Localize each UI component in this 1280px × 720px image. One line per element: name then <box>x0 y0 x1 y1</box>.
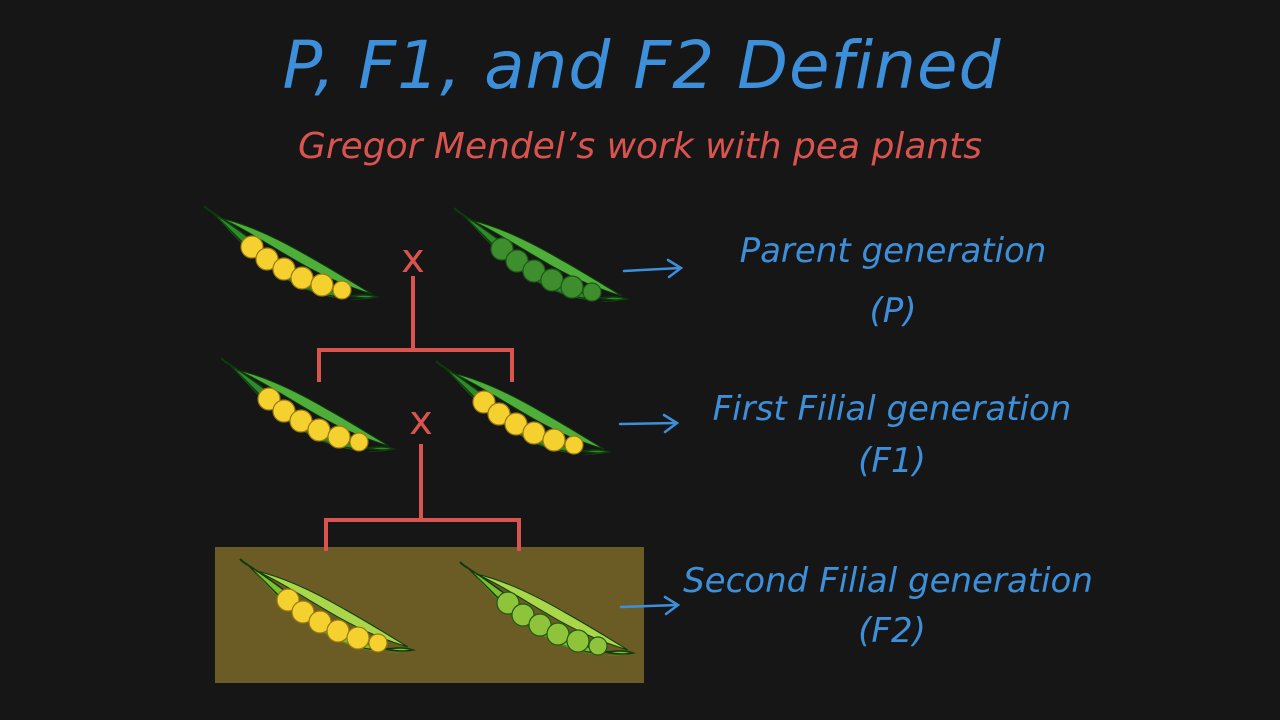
pea-icon <box>291 600 315 624</box>
pea-icon <box>546 622 570 646</box>
generation-abbr-f1: (F1) <box>858 441 926 481</box>
arrow-icon <box>622 258 684 279</box>
page-subtitle: Gregor Mendel’s work with pea plants <box>298 126 982 167</box>
pea-pod-icon <box>459 561 636 656</box>
pea-icon <box>505 249 529 273</box>
pea-icon <box>290 266 314 290</box>
generation-abbr-f2: (F2) <box>858 611 926 651</box>
generation-label-f2: Second Filial generation <box>683 561 1093 601</box>
page-title: P, F1, and F2 Defined <box>283 27 1002 104</box>
cross-connectors <box>317 276 521 551</box>
pea-pod-icon <box>203 205 380 300</box>
pea-pod-icon <box>453 207 630 302</box>
pea-icon <box>272 399 296 423</box>
cross-symbol-parent: x <box>401 236 425 282</box>
pea-icon <box>588 636 608 656</box>
pea-icon <box>582 282 602 302</box>
generation-label-parent: Parent generation <box>740 231 1047 271</box>
arrows <box>618 258 684 616</box>
generation-abbr-parent: (P) <box>869 291 916 331</box>
arrow-icon <box>619 595 681 616</box>
pea-pod-icon <box>239 558 416 653</box>
pea-icon <box>326 619 350 643</box>
pea-icon <box>540 268 564 292</box>
pea-icon <box>564 435 584 455</box>
pea-icon <box>522 421 546 445</box>
cross-symbol-f1: x <box>409 398 433 444</box>
pea-icon <box>487 402 511 426</box>
pea-icon <box>310 273 334 297</box>
pea-icon <box>255 247 279 271</box>
arrow-icon <box>618 413 680 434</box>
pea-icon <box>542 428 566 452</box>
pea-icon <box>349 432 369 452</box>
pea-icon <box>346 626 370 650</box>
pea-pod-icon <box>220 357 397 452</box>
pea-icon <box>307 418 331 442</box>
generation-label-f1: First Filial generation <box>713 389 1072 429</box>
f2-highlight-box <box>215 547 644 683</box>
f1-bracket <box>317 348 514 382</box>
pea-icon <box>327 425 351 449</box>
pea-icon <box>560 275 584 299</box>
pea-icon <box>368 633 388 653</box>
f2-bracket <box>324 518 521 551</box>
pea-icon <box>566 629 590 653</box>
pea-icon <box>511 603 535 627</box>
pea-pod-icon <box>435 360 612 455</box>
pea-icon <box>332 280 352 300</box>
